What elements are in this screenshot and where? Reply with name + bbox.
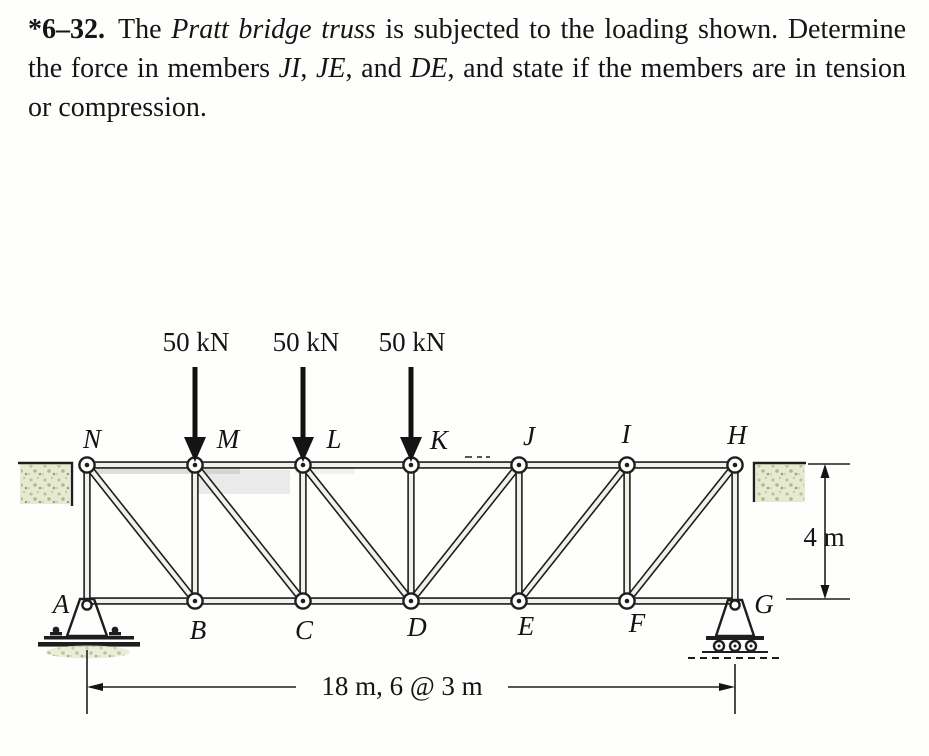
abutment-right [752, 461, 806, 502]
pin-support-A [38, 597, 140, 659]
abutment-left-outline [18, 461, 74, 506]
member-ref-DE: DE [410, 53, 448, 84]
dim-arrow-right [719, 683, 735, 691]
dim-arrow-left [87, 683, 103, 691]
dim-arrow-down [820, 585, 830, 599]
roller-support-G [688, 598, 782, 659]
pin-A [81, 599, 93, 611]
member-NB-core [85, 463, 197, 603]
joint-I [618, 456, 636, 474]
truss-members [83, 461, 739, 605]
label-A: A [51, 589, 70, 619]
problem-statement: *6–32. The Pratt bridge truss is subjecte… [28, 10, 906, 127]
dimension-span: 18 m, 6 @ 3 m [86, 650, 736, 714]
joint-B [186, 592, 204, 610]
problem-text: , and [345, 53, 411, 84]
label-F: F [628, 608, 646, 638]
shadow-band [93, 467, 240, 474]
dimension-height: 4 m [786, 463, 850, 600]
anchor-bolt-right [111, 626, 119, 634]
height-dimension-text: 4 m [803, 522, 844, 552]
label-H: H [726, 420, 748, 450]
shadow-band [295, 468, 355, 474]
truss-joints [78, 456, 744, 610]
label-D: D [406, 612, 427, 642]
roller-wheel-hub [717, 644, 721, 648]
dim-arrow-up [820, 464, 830, 478]
problem-number: *6–32. [28, 14, 105, 45]
label-E: E [517, 611, 535, 641]
abutment-right-speckle [757, 465, 804, 501]
load-label: 50 kN [379, 327, 446, 357]
joint-C [294, 592, 312, 610]
joint-F [618, 592, 636, 610]
member-ref-JE: JE [316, 53, 346, 84]
span-dimension-text: 18 m, 6 @ 3 m [321, 671, 482, 701]
label-I: I [621, 419, 633, 449]
member-LD-core [301, 463, 413, 603]
base-plate-top [44, 636, 134, 640]
load-arrow-M [184, 367, 206, 462]
roller-plate [706, 636, 764, 640]
joint-D [402, 592, 420, 610]
label-N: N [82, 424, 103, 454]
anchor-bolt-left [52, 626, 60, 634]
label-K: K [429, 425, 450, 455]
joint-labels: N M L K J I H A B C D E F G [51, 419, 774, 645]
load-arrow-L [292, 367, 314, 462]
load-arrow-K [400, 367, 422, 462]
anchor-bolt-left-base [50, 632, 62, 636]
problem-text: , [300, 53, 316, 84]
abutment-left [18, 461, 74, 506]
load-label: 50 kN [163, 327, 230, 357]
roller-wheel-hub [749, 644, 753, 648]
load-label: 50 kN [273, 327, 340, 357]
problem-text: , and state if the members are in tensio… [28, 53, 907, 123]
loads: 50 kN 50 kN 50 kN [163, 327, 446, 462]
abutment-left-speckle [21, 465, 69, 503]
base-plate-bottom [38, 642, 140, 647]
pin-G [729, 599, 741, 611]
label-J: J [523, 421, 537, 451]
joint-H [726, 456, 744, 474]
problem-text: The [118, 14, 172, 45]
problem-text-italic: Pratt bridge truss [171, 14, 376, 45]
joint-N [78, 456, 96, 474]
label-G: G [754, 589, 774, 619]
abutment-right-outline [752, 461, 806, 502]
roller-wheel-hub [733, 644, 737, 648]
problem-text: is subjected to the loading shown. Deter… [28, 14, 907, 84]
ground-tint [46, 645, 130, 659]
member-ref-JI: JI [278, 53, 301, 84]
joint-E [510, 592, 528, 610]
label-L: L [325, 424, 341, 454]
joint-J [510, 456, 528, 474]
member-JD-core [409, 463, 521, 603]
label-M: M [216, 424, 241, 454]
label-C: C [295, 615, 314, 645]
member-HF-core [625, 463, 737, 603]
member-IE-core [517, 463, 629, 603]
label-B: B [190, 615, 207, 645]
anchor-bolt-right-base [109, 632, 121, 636]
member-MC-core [193, 463, 305, 603]
